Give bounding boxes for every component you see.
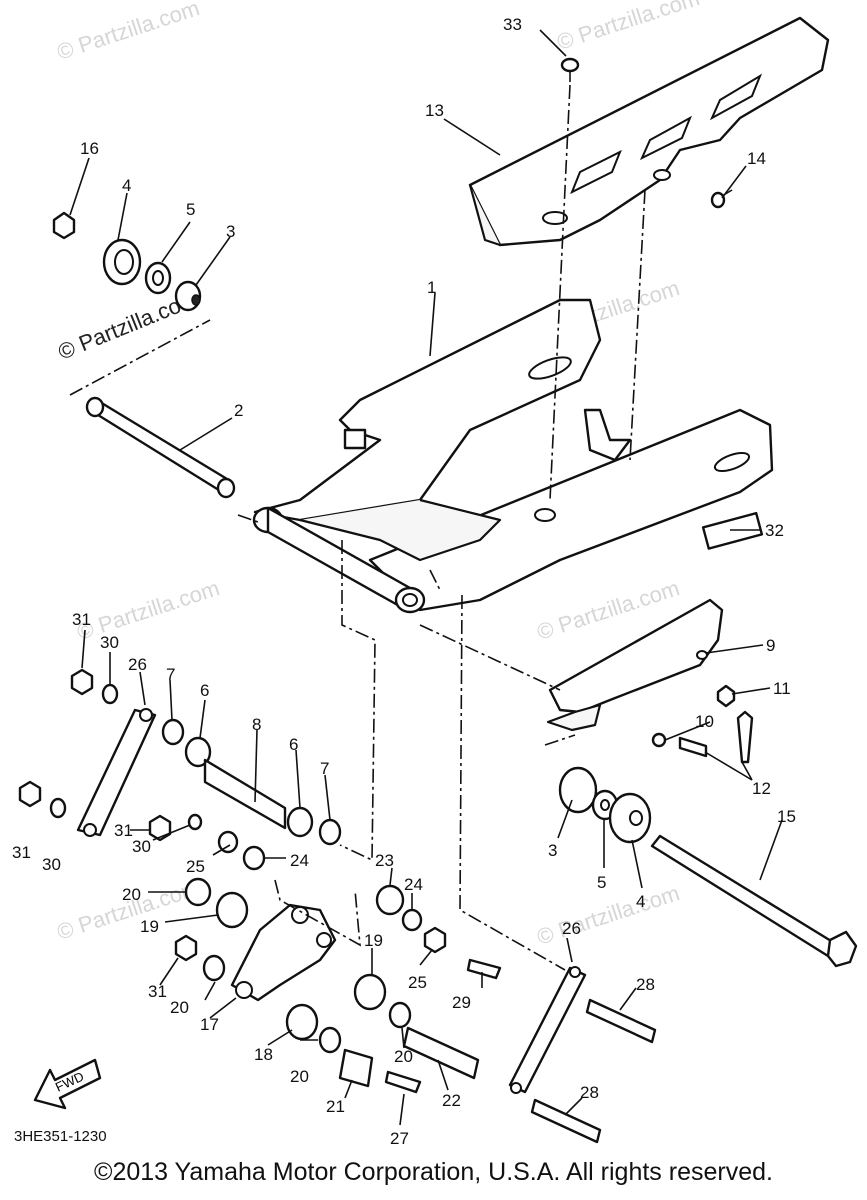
callout-11: 11 <box>773 679 791 698</box>
callout-1: 1 <box>427 278 436 297</box>
callout-32: 32 <box>765 521 784 540</box>
callout-15: 15 <box>777 807 796 826</box>
diagram-code: 3HE351-1230 <box>14 1128 107 1145</box>
callout-7a: 7 <box>166 665 175 684</box>
chain-guide-9 <box>546 598 754 764</box>
leader-lines <box>69 29 783 1126</box>
callout-31c: 31 <box>114 821 133 840</box>
callout-22: 22 <box>442 1091 461 1110</box>
callout-10: 10 <box>695 712 714 731</box>
label-32 <box>701 511 764 550</box>
callout-27: 27 <box>390 1129 409 1148</box>
watermark: © Partzilla.com <box>54 0 203 65</box>
callout-8: 8 <box>252 715 261 734</box>
callout-20b: 20 <box>170 998 189 1017</box>
copyright-footer: ©2013 Yamaha Motor Corporation, U.S.A. A… <box>94 1158 773 1186</box>
callout-21: 21 <box>326 1097 345 1116</box>
callout-18: 18 <box>254 1045 273 1064</box>
pivot-hardware-left <box>52 211 202 312</box>
callout-28b: 28 <box>580 1083 599 1102</box>
bolts-upper <box>560 57 733 209</box>
callout-14: 14 <box>747 149 766 168</box>
watermark: © Partzilla.com <box>74 575 223 645</box>
callout-24b: 24 <box>404 875 423 894</box>
callout-16: 16 <box>80 139 99 158</box>
callout-2: 2 <box>234 401 243 420</box>
callout-30a: 30 <box>100 633 119 652</box>
callout-23: 23 <box>375 851 394 870</box>
callout-5b: 5 <box>597 873 606 892</box>
callout-20d: 20 <box>394 1047 413 1066</box>
callout-29: 29 <box>452 993 471 1012</box>
callout-9: 9 <box>766 636 775 655</box>
callout-6b: 6 <box>289 735 298 754</box>
callout-33: 33 <box>503 15 522 34</box>
callout-20c: 20 <box>290 1067 309 1086</box>
callout-31b: 31 <box>12 843 31 862</box>
callout-26b: 26 <box>562 919 581 938</box>
callout-13: 13 <box>425 101 444 120</box>
callout-26a: 26 <box>128 655 147 674</box>
callout-28a: 28 <box>636 975 655 994</box>
watermark: © Partzilla.com <box>534 880 683 950</box>
callout-31a: 31 <box>72 610 91 629</box>
callout-24a: 24 <box>290 851 309 870</box>
callout-labels: 16 4 5 3 1 2 13 33 14 32 9 11 10 12 15 3… <box>12 15 796 1148</box>
callout-6a: 6 <box>200 681 209 700</box>
watermark: © Partzilla.com <box>554 0 703 55</box>
callout-17: 17 <box>200 1015 219 1034</box>
callout-3b: 3 <box>548 841 557 860</box>
fwd-arrow: FWD <box>33 1058 102 1110</box>
callout-30c: 30 <box>132 837 151 856</box>
callout-25b: 25 <box>408 973 427 992</box>
chain-case-13 <box>468 16 830 247</box>
callout-4b: 4 <box>636 892 645 911</box>
callout-7b: 7 <box>320 759 329 778</box>
rear-arm-1 <box>252 298 774 614</box>
nut-16 <box>52 211 76 240</box>
pivot-shaft-2 <box>85 396 236 499</box>
alignment-lines <box>69 84 646 971</box>
callout-25a: 25 <box>186 857 205 876</box>
callout-20a: 20 <box>122 885 141 904</box>
callout-19b: 19 <box>364 931 383 950</box>
callout-19a: 19 <box>140 917 159 936</box>
callout-31d: 31 <box>148 982 167 1001</box>
link-hardware-left <box>18 668 342 871</box>
callout-3: 3 <box>226 222 235 241</box>
callout-4: 4 <box>122 176 131 195</box>
pivot-hardware-right <box>558 766 858 968</box>
callout-5: 5 <box>186 200 195 219</box>
callout-12: 12 <box>752 779 771 798</box>
callout-30b: 30 <box>42 855 61 874</box>
